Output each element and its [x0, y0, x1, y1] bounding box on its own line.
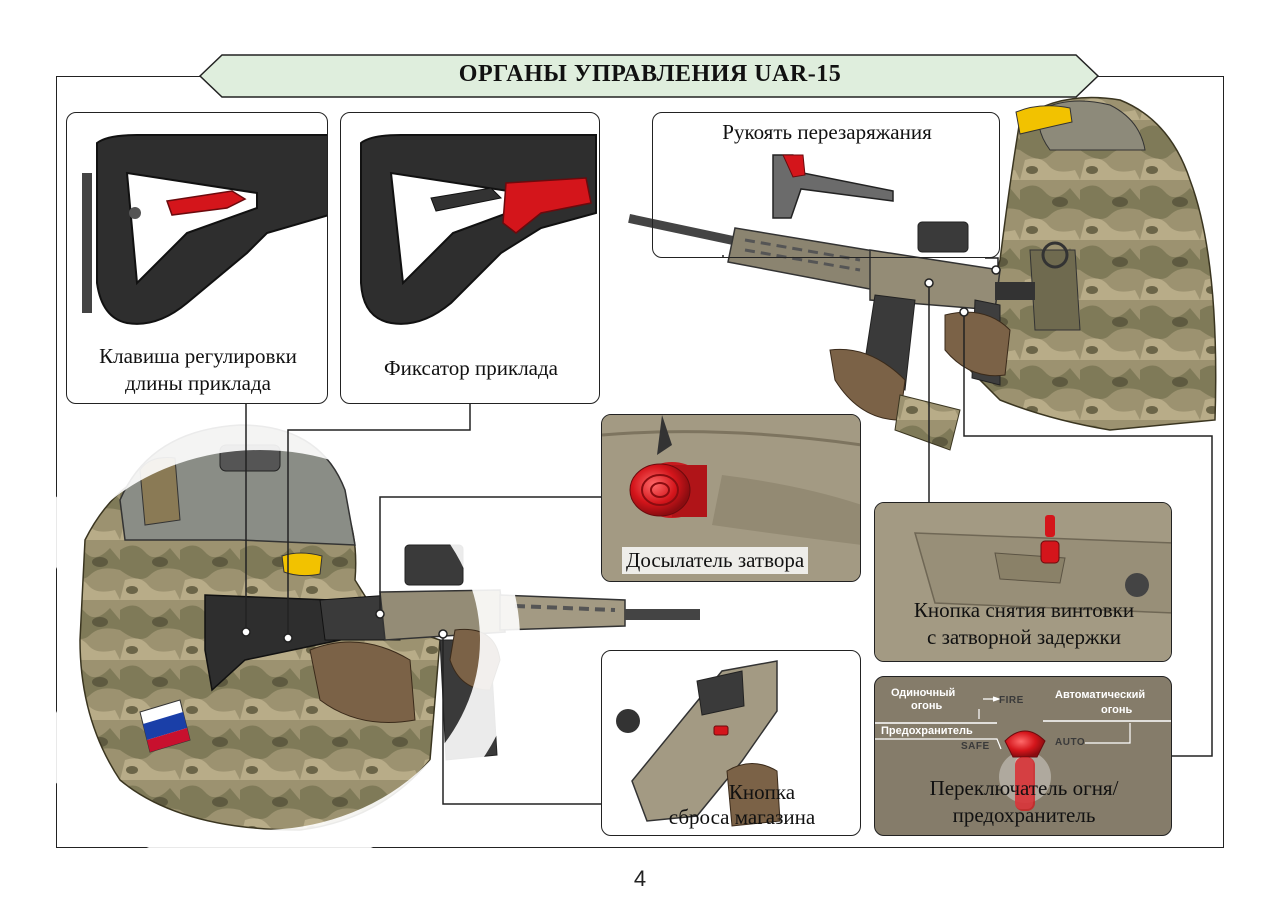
page-number: 4	[633, 866, 647, 891]
panel-forward-assist: Досылатель затвора	[601, 414, 861, 582]
forward-assist-illustration	[602, 415, 860, 581]
selector-auto-line1: Автоматический	[1055, 689, 1146, 701]
mag-release-caption-2: сброса магазина	[668, 805, 816, 829]
selector-caption-1: Переключатель огня/	[929, 776, 1119, 800]
selector-mark-fire: FIRE	[999, 695, 1024, 706]
forward-assist-caption: Досылатель затвора	[622, 547, 809, 574]
stock-length-caption-2: длины приклада	[125, 371, 271, 395]
panel-charging-handle: Рукоять перезаряжания	[652, 112, 1000, 258]
mag-release-caption-1: Кнопка	[728, 780, 796, 804]
selector-auto-line2: огонь	[1101, 704, 1133, 716]
panel-selector: Одиночный огонь Автоматический огонь Пре…	[874, 676, 1172, 836]
rifle-right	[628, 214, 1035, 451]
selector-mark-auto: AUTO	[1055, 737, 1086, 748]
mag-release-button	[713, 725, 729, 736]
selector-caption-2: предохранитель	[952, 803, 1096, 827]
bolt-release-caption-1: Кнопка снятия винтовки	[913, 598, 1135, 622]
bolt-release-button	[1040, 540, 1060, 564]
soldier-right	[959, 96, 1217, 431]
selector-illustration	[875, 696, 1171, 811]
selector-safety-label: Предохранитель	[881, 725, 973, 737]
charging-handle-caption: Рукоять перезаряжания	[722, 120, 932, 144]
bolt-release-caption-2: с затворной задержки	[927, 625, 1121, 649]
leader-lines	[245, 255, 1213, 805]
stock-lock-caption: Фиксатор приклада	[384, 356, 558, 380]
stock-lock-latch	[502, 177, 592, 234]
title-banner	[198, 54, 1100, 98]
panel-stock-lock: Фиксатор приклада	[340, 112, 600, 404]
page-title: ОРГАНЫ УПРАВЛЕНИЯ UAR-15	[458, 61, 842, 87]
selector-mark-safe: SAFE	[961, 741, 990, 752]
panel-bolt-release: Кнопка снятия винтовки с затворной задер…	[874, 502, 1172, 662]
panel-stock-length: Клавиша регулировки длины приклада	[66, 112, 328, 404]
charging-handle-illustration	[772, 154, 894, 219]
mag-release-illustration	[616, 660, 781, 827]
stock-lock-illustration	[360, 134, 597, 325]
selector-lever	[1004, 730, 1046, 758]
stock-length-illustration	[82, 134, 327, 325]
forward-assist-button	[629, 463, 691, 517]
bolt-release-top	[1045, 515, 1055, 537]
stock-length-lever	[165, 190, 247, 216]
panel-mag-release: Кнопка сброса магазина	[601, 650, 861, 836]
charging-handle-latch	[782, 154, 806, 178]
bolt-release-illustration	[875, 503, 1171, 661]
stock-length-caption-1: Клавиша регулировки	[99, 344, 297, 368]
selector-single-line2: огонь	[911, 700, 943, 712]
selector-single-line1: Одиночный	[891, 687, 956, 699]
